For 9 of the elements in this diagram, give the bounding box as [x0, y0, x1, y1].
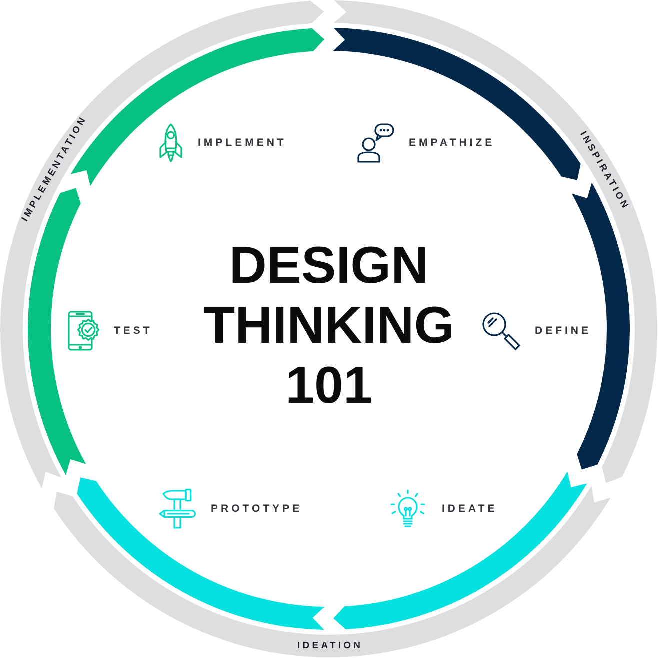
stage-label: PROTOTYPE — [211, 503, 303, 515]
stage-label: EMPATHIZE — [409, 137, 496, 149]
band-label: IDEATION — [296, 640, 364, 652]
stage-label: IMPLEMENT — [198, 137, 287, 149]
stage-label: TEST — [114, 325, 153, 337]
stage-label: IDEATE — [442, 503, 498, 515]
stage-label: DEFINE — [535, 325, 592, 337]
curved-arrow — [333, 471, 588, 630]
diagram-title: DESIGN THINKING 101 — [202, 236, 456, 416]
